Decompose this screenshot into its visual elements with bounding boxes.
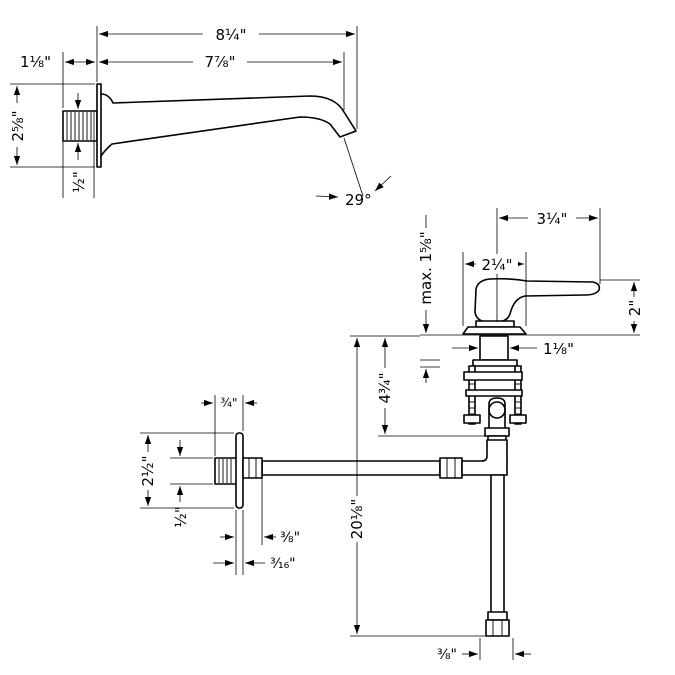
spout-body (100, 93, 357, 157)
horizontal-hose-nut (439, 457, 463, 479)
dim-handle-height: 2" (626, 300, 644, 316)
spout (62, 83, 357, 168)
dim-spout-angle: 29° (345, 191, 372, 209)
valve-body (463, 335, 527, 443)
wall-thread-stub (214, 457, 238, 485)
dim-flange-width: ¾" (220, 396, 237, 410)
dim-valve-body-diameter: 1⅛" (543, 340, 574, 358)
dim-overall-height: 20⅛" (348, 499, 366, 540)
mounting-nut-lower (465, 389, 523, 397)
spout-thread-stub (62, 110, 98, 142)
wall-connection (214, 432, 263, 509)
dim-valve-depth: 4¾" (376, 373, 394, 404)
vertical-hose-ferrule (487, 611, 508, 621)
lever-handle (474, 277, 601, 323)
handle-neck (475, 320, 515, 328)
wall-hose-nut (242, 457, 263, 479)
supply-hoses (261, 439, 510, 637)
dim-flange-thickness: ³⁄₁₆" (270, 556, 296, 572)
dim-spout-projection: 7⅞" (205, 53, 236, 71)
elbow-nut (484, 427, 510, 437)
hose-tee (461, 439, 508, 476)
dim-bottom-connection: ⅜" (437, 647, 457, 663)
dim-spout-flange-height: 2⅝" (9, 111, 27, 142)
mounting-nut-bottom-left (463, 414, 481, 424)
vertical-hose (490, 474, 505, 614)
spout-wall-flange (96, 83, 102, 168)
dim-nut-offset: ⅜" (280, 530, 300, 546)
dim-handle-reach: 3¼" (537, 210, 568, 228)
vertical-hose-nut (485, 619, 510, 637)
dim-spout-wall-offset: 1⅛" (20, 53, 51, 71)
mounting-nut-bottom-right (509, 414, 527, 424)
dim-handle-body-width: 2¼" (482, 256, 513, 274)
dim-spout-connection: ½" (70, 171, 88, 192)
dim-max-deck-thickness: max. 1⅝" (417, 231, 435, 304)
dim-spout-total-length: 8¼" (216, 26, 247, 44)
handle-escutcheon (462, 326, 527, 335)
handle-assembly (462, 277, 601, 335)
dim-flange-diameter: 2½" (139, 456, 157, 487)
mounting-nut-upper (463, 371, 523, 381)
dim-supply-connection: ½" (172, 506, 190, 527)
valve-mount-plate (472, 359, 518, 367)
thread-lines (66, 112, 92, 140)
valve-elbow-ring (488, 401, 506, 419)
valve-upper-body (479, 335, 509, 361)
wall-flange (235, 432, 244, 509)
horizontal-hose (261, 460, 441, 476)
